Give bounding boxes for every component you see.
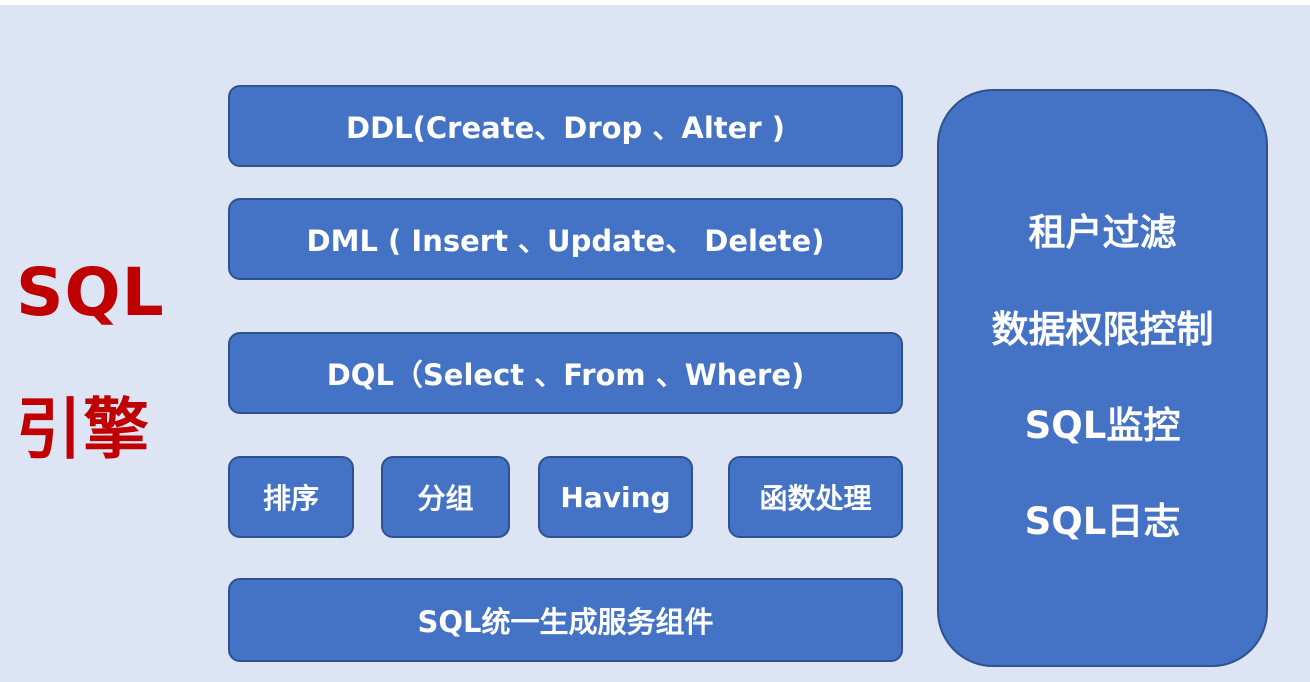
sort-box: 排序 <box>228 456 354 538</box>
dql-box: DQL（Select 、From 、Where) <box>228 332 903 414</box>
side-item-sql-log: SQL日志 <box>1024 500 1181 543</box>
dml-box: DML ( Insert 、Update、 Delete) <box>228 198 903 280</box>
title-sql: SQL <box>16 254 165 331</box>
ddl-box: DDL(Create、Drop 、Alter ) <box>228 85 903 167</box>
sql-generator-box: SQL统一生成服务组件 <box>228 578 903 662</box>
side-panel: 租户过滤 数据权限控制 SQL监控 SQL日志 <box>937 89 1268 667</box>
side-item-tenant-filter: 租户过滤 <box>1028 211 1177 254</box>
side-item-sql-monitoring: SQL监控 <box>1024 404 1181 447</box>
side-item-data-permission: 数据权限控制 <box>991 308 1214 351</box>
title-engine: 引擎 <box>16 391 150 468</box>
function-processing-box: 函数处理 <box>728 456 903 538</box>
having-box: Having <box>538 456 693 538</box>
group-box: 分组 <box>381 456 510 538</box>
diagram-canvas: SQL 引擎 DDL(Create、Drop 、Alter ) DML ( In… <box>0 5 1310 682</box>
